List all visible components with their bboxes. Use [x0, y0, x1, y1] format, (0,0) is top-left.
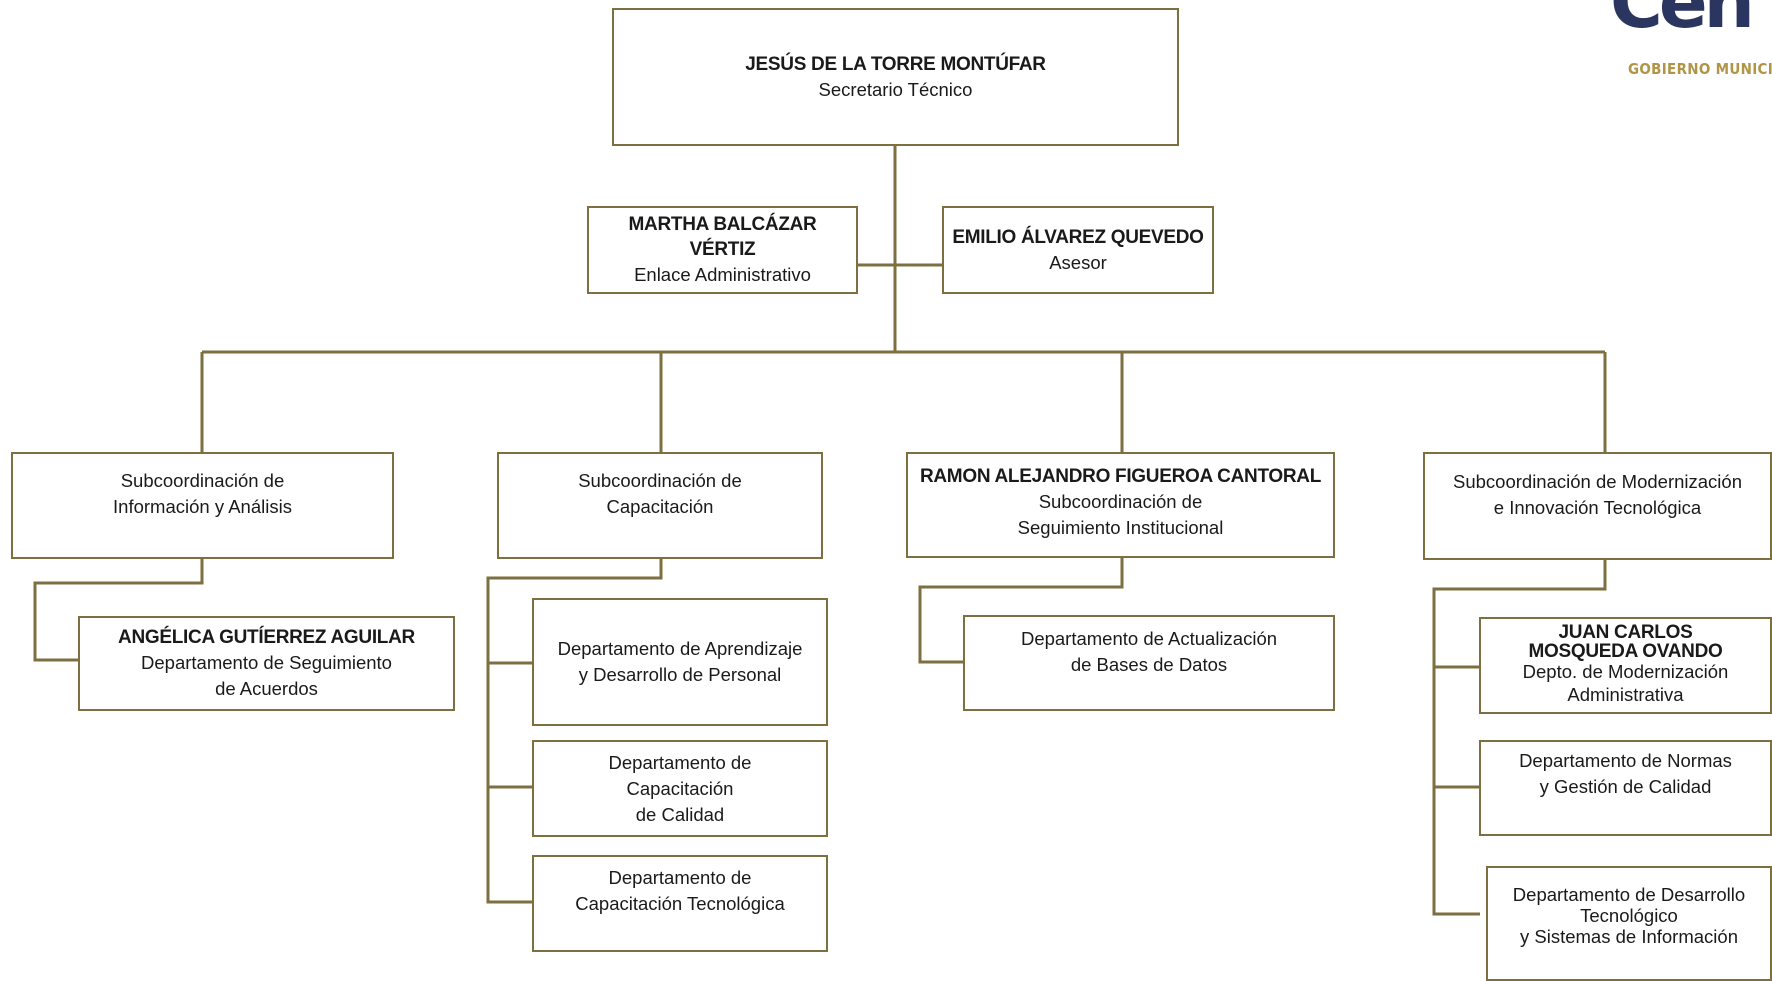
node-name: ANGÉLICA GUTÍERREZ AGUILAR	[118, 627, 415, 648]
node-name: EMILIO ÁLVAREZ QUEVEDO	[952, 226, 1204, 248]
node-dep-capacitacion-tecnologica: Departamento de Capacitación Tecnológica	[532, 855, 828, 952]
connector-mod-children	[1432, 559, 1607, 916]
node-name: RAMON ALEJANDRO FIGUEROA CANTORAL	[919, 466, 1322, 487]
node-title: Asesor	[1049, 251, 1107, 273]
node-line: Departamento de	[608, 867, 752, 888]
node-line: Departamento de Normas	[1519, 750, 1732, 771]
connector-info-children	[33, 558, 204, 662]
node-line: de Bases de Datos	[1070, 654, 1228, 675]
node-sub-seguimiento-institucional: RAMON ALEJANDRO FIGUEROA CANTORAL Subcoo…	[906, 452, 1335, 558]
node-line: Información y Análisis	[113, 496, 292, 517]
node-line: y Sistemas de Información	[1520, 926, 1738, 947]
municipal-logo: Cen GOBIERNO MUNICIP	[1590, 0, 1772, 82]
node-line: Subcoordinación de	[578, 470, 742, 491]
logo-mark: Cen	[1610, 0, 1755, 44]
connector-seg-children	[918, 557, 1124, 664]
node-name: MOSQUEDA OVANDO	[1528, 641, 1723, 662]
node-line: Departamento de Seguimiento	[141, 652, 392, 673]
node-line: de Calidad	[635, 803, 725, 825]
node-line: Administrativa	[1567, 684, 1684, 705]
node-line: e Innovación Tecnológica	[1493, 497, 1702, 518]
node-dep-aprendizaje: Departamento de Aprendizaje y Desarrollo…	[532, 598, 828, 726]
node-dep-normas-calidad: Departamento de Normas y Gestión de Cali…	[1479, 740, 1772, 836]
node-line: Capacitación Tecnológica	[575, 893, 785, 914]
node-sub-informacion-analisis: Subcoordinación de Información y Análisi…	[11, 452, 394, 559]
node-dep-desarrollo-tecnologico: Departamento de Desarrollo Tecnológico y…	[1486, 866, 1772, 981]
node-line: Subcoordinación de	[120, 470, 285, 491]
node-line: de Acuerdos	[215, 678, 318, 699]
node-line: Subcoordinación de Modernización	[1453, 471, 1742, 492]
node-dep-seguimiento-acuerdos: ANGÉLICA GUTÍERREZ AGUILAR Departamento …	[78, 616, 455, 711]
node-dep-actualizacion-bases: Departamento de Actualización de Bases d…	[963, 615, 1335, 711]
node-line: y Gestión de Calidad	[1539, 776, 1712, 797]
logo-tagline: GOBIERNO MUNICIP	[1628, 60, 1772, 78]
node-asesor: EMILIO ÁLVAREZ QUEVEDO Asesor	[942, 206, 1214, 294]
node-line: Tecnológico	[1580, 905, 1678, 926]
node-sub-capacitacion: Subcoordinación de Capacitación	[497, 452, 823, 559]
node-line: Capacitación	[606, 496, 714, 517]
node-line: Departamento de Actualización	[1020, 628, 1278, 649]
node-line: Departamento de Desarrollo	[1512, 884, 1746, 905]
node-enlace-administrativo: MARTHA BALCÁZAR VÉRTIZ Enlace Administra…	[587, 206, 858, 294]
connector-cap-children	[486, 558, 663, 904]
node-title: Secretario Técnico	[818, 78, 973, 100]
node-dep-modernizacion-administrativa: JUAN CARLOS MOSQUEDA OVANDO Depto. de Mo…	[1479, 617, 1772, 714]
node-line: Capacitación	[626, 777, 734, 799]
node-line: Subcoordinación de	[1038, 491, 1203, 512]
node-line: y Desarrollo de Personal	[578, 664, 782, 685]
node-line: Seguimiento Institucional	[1017, 517, 1224, 538]
node-title: Enlace Administrativo	[634, 264, 811, 285]
node-name: MARTHA BALCÁZAR VÉRTIZ	[628, 214, 817, 260]
node-secretario-tecnico: JESÚS DE LA TORRE MONTÚFAR Secretario Té…	[612, 8, 1179, 146]
node-line: Depto. de Modernización	[1522, 661, 1729, 682]
node-dep-capacitacion-calidad: Departamento de Capacitación de Calidad	[532, 740, 828, 837]
node-line: Departamento de Aprendizaje	[557, 638, 803, 659]
node-line: Departamento de	[608, 751, 752, 773]
node-sub-modernizacion: Subcoordinación de Modernización e Innov…	[1423, 452, 1772, 560]
node-name: JESÚS DE LA TORRE MONTÚFAR	[745, 53, 1046, 75]
node-name: JUAN CARLOS	[1558, 622, 1693, 643]
